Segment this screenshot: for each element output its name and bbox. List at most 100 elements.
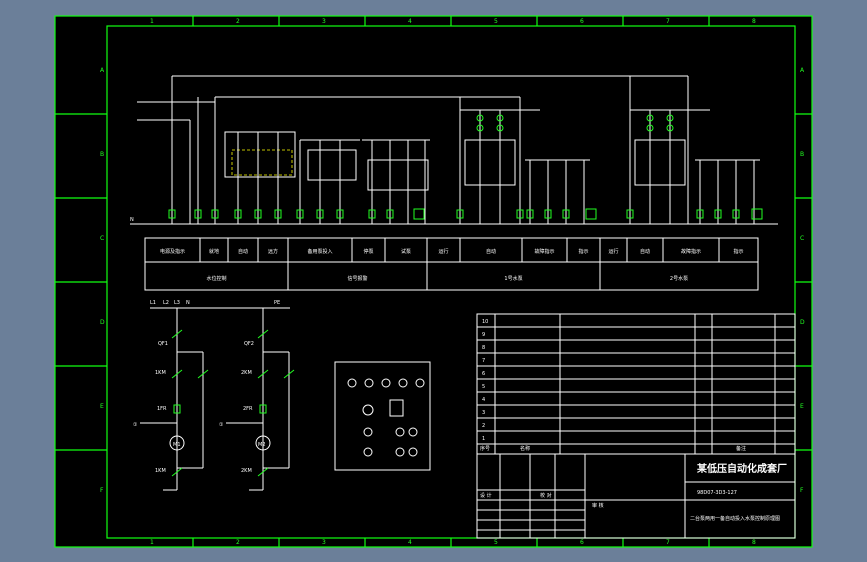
parts-row-number: 6 [482,371,485,377]
l3-label: L3 [174,300,180,306]
border-letter-right: C [800,235,804,242]
border-number-top: 1 [150,18,154,25]
l2-label: L2 [163,300,169,306]
coil-symbol [544,209,552,219]
parts-row-number: 1 [482,436,485,442]
function-label: 运行 [608,248,618,255]
n-bus-label: N [130,217,134,223]
qf1-label: QF1 [158,341,168,347]
border-number-bottom: 6 [580,539,584,546]
border-number-bottom: 5 [494,539,498,546]
coil-symbol [336,209,344,219]
coil-symbol [526,209,534,219]
coil-symbol [296,209,304,219]
function-label: 指示 [578,248,588,255]
border-number-bottom: 3 [322,539,326,546]
panel-push-button [363,447,373,457]
function-label: 远方 [268,248,278,255]
panel-indicator-lamp [364,378,374,388]
coil-symbol [386,209,394,219]
border-letter-left: A [100,67,105,74]
function-label: 故障指示 [681,248,701,255]
coil-symbol [516,209,524,219]
lamp-symbol [751,208,763,220]
coil-symbols [168,114,740,219]
panel-indicator-lamp [381,378,391,388]
lamp-symbol [413,208,425,220]
lamp-indicator [496,124,504,132]
lamp-indicator [646,124,654,132]
function-label: 故障指示 [534,248,554,255]
function-group-label: 水位控制 [206,275,226,282]
panel-outline [334,361,431,471]
coil-symbol [194,209,202,219]
check-label: 校 对 [540,492,552,499]
km1-label: 1KM [155,370,166,376]
motor-1-symbol [169,435,185,451]
motor-1-mark: ① [133,422,138,428]
border-number-top: 5 [494,18,498,25]
motor-circuits: L1 L2 L3 N PE M1 ① QF1 1KM 1FR 1KM M2 ① … [133,300,295,491]
border-letter-left: E [100,403,104,410]
coil-symbol [234,209,242,219]
border-letter-right: B [800,151,804,158]
coil-symbol [316,209,324,219]
parts-row-number: 7 [482,358,485,364]
panel-push-button [363,427,373,437]
title-block: 某低压自动化成套厂 98D07-3D3-127 二台泵两用一备自动投入水泵控制原… [476,453,796,539]
lamp-indicator [646,114,654,122]
parts-row-number: 8 [482,345,485,351]
approve-label: 审 核 [592,502,604,509]
motor-2-label: M2 [258,442,266,448]
function-label: 电源及指示 [160,248,185,255]
border-letter-left: C [100,235,104,242]
coil-symbol [456,209,464,219]
border-number-top: 4 [408,18,412,25]
dashed-interlock-box [231,149,293,176]
panel-push-button [408,427,418,437]
parts-row-number: 5 [482,384,485,390]
border-number-bottom: 4 [408,539,412,546]
coil-symbol [368,209,376,219]
parts-row-number: 10 [482,319,488,325]
parts-name-header: 名称 [520,445,530,452]
function-label: 指示 [733,248,743,255]
border-number-top: 3 [322,18,326,25]
parts-row-number: 4 [482,397,485,403]
function-group-label: 信号报警 [347,275,367,282]
coil-symbol [168,209,176,219]
control-circuit: N [130,75,778,225]
lamp-symbol [585,208,597,220]
function-label: 就地 [209,248,219,255]
panel-push-button [395,427,405,437]
function-table: 电源及指示就地自动远方备用泵投入停泵试泵运行自动故障指示指示运行自动故障指示指示… [144,237,759,291]
border-number-bottom: 7 [666,539,670,546]
function-group-label: 2号水泵 [670,275,688,282]
function-label: 运行 [438,248,448,255]
panel-push-button [408,447,418,457]
coil-symbol [696,209,704,219]
parts-seq-header: 序号 [480,445,490,452]
function-label: 自动 [238,248,248,255]
coil-symbol [626,209,634,219]
parts-row-number: 3 [482,410,485,416]
panel-indicator-lamp [398,378,408,388]
border-number-bottom: 1 [150,539,154,546]
coil-symbol [732,209,740,219]
km1-bottom-label: 1KM [155,468,166,474]
panel-indicator-lamp [415,378,425,388]
border-number-top: 7 [666,18,670,25]
border-number-top: 2 [236,18,240,25]
l1-label: L1 [150,300,156,306]
motor-1-label: M1 [173,442,181,448]
border-letter-right: E [800,403,804,410]
coil-symbol [562,209,570,219]
function-label: 停泵 [363,248,373,255]
border-letter-left: F [100,487,104,494]
coil-symbol [211,209,219,219]
